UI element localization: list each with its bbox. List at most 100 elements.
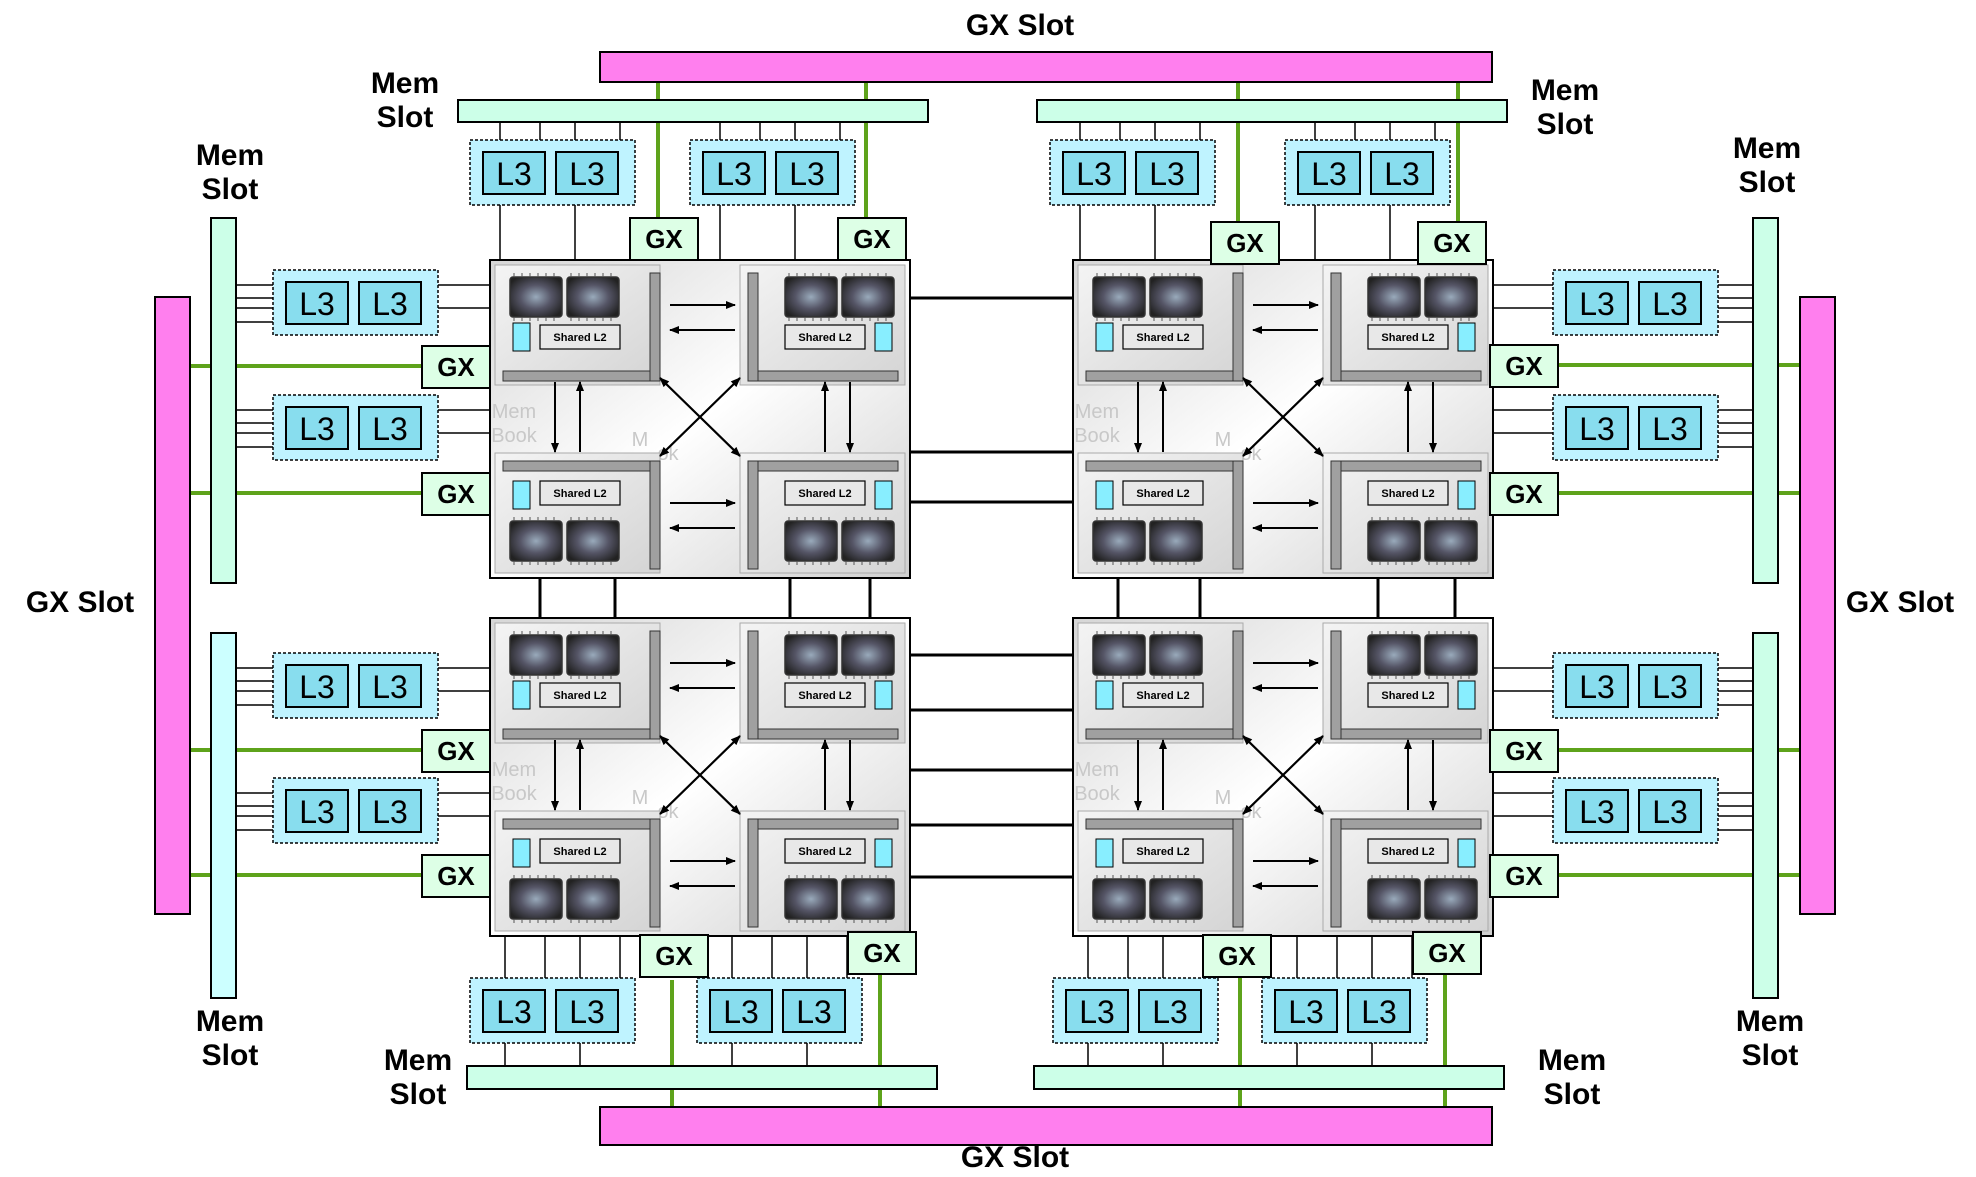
l3-label: L3 [569,994,605,1030]
l3-cache-chip [1370,151,1434,195]
shared-l2-label: Shared L2 [1381,846,1434,858]
processor-core [1367,878,1421,920]
processor-core [1149,520,1203,562]
mem-slot-label: Mem [1531,74,1599,107]
mem-slot-bar [457,99,929,123]
l3-cache-chip [555,151,619,195]
gx-hub-box: GX [837,217,907,261]
processor-core [784,276,838,318]
processor-core [784,878,838,920]
processor-core [1092,634,1146,676]
chip-bus-frame [747,630,759,740]
shared-l2-label: Shared L2 [1381,488,1434,500]
l3-label: L3 [1579,286,1615,322]
mem-slot-label: Mem [1538,1044,1606,1077]
processor-core [1424,276,1478,318]
cache-block [1457,838,1476,868]
shared-l2-label: Shared L2 [553,488,606,500]
gx-box-frame [1489,854,1559,898]
l3-cache-chip [1347,989,1411,1033]
mem-slot-label: Slot [1742,1039,1799,1072]
gx-slot-label: GX Slot [961,1141,1069,1174]
mem-slot-bar [1033,1065,1505,1090]
gx-box-frame [1489,472,1559,516]
gx-hub-box: GX [1489,472,1559,516]
l3-cache-chip [358,406,422,450]
gx-hub-box: GX [421,854,491,898]
gx-hub-box: GX [847,931,917,975]
processor-core [566,878,620,920]
chip-bus-frame [747,818,759,928]
processor-core [509,878,563,920]
chip-bus-frame [1085,728,1237,740]
mem-slot-label: Slot [202,173,259,206]
processor-core [509,634,563,676]
l3-cache-chip [1638,406,1702,450]
chip-bus-frame [1330,460,1342,570]
chip-bus-frame [502,818,654,830]
mem-book-watermark: Book [491,425,538,447]
gx-box-frame [629,217,699,261]
processor-core [509,276,563,318]
mem-slot-bar [1036,99,1508,123]
l3-cache-chip [358,281,422,325]
processor-core [566,520,620,562]
gx-box-label: GX [1505,861,1543,891]
l3-label: L3 [299,669,335,705]
shared-l2-label: Shared L2 [798,488,851,500]
shared-l2-label: Shared L2 [798,690,851,702]
chip-bus-frame [502,370,654,382]
shared-l2-box [1367,838,1449,864]
mem-slot-bar [210,217,237,584]
shared-l2-box [539,838,621,864]
chip-bus-frame [649,818,661,928]
l3-cache-chip [285,789,349,833]
gx-box-frame [1489,344,1559,388]
processor-core [1367,276,1421,318]
shared-l2-box [784,682,866,708]
chip-bus-frame [649,630,661,740]
chip-bus-frame [502,460,654,472]
mem-slot-label: Mem [371,67,439,100]
mem-slot-label: Slot [390,1078,447,1111]
gx-hub-box: GX [1202,934,1272,978]
gx-box-label: GX [1505,479,1543,509]
l3-label: L3 [372,411,408,447]
shared-l2-label: Shared L2 [1136,690,1189,702]
chip-link-arrow [1242,735,1324,815]
l3-cache-chip [482,151,546,195]
l3-cache-chip [1065,989,1129,1033]
shared-l2-label: Shared L2 [1381,690,1434,702]
chip-bus-frame [1330,818,1482,830]
cache-block [1095,480,1114,510]
l3-label: L3 [569,156,605,192]
mem-book-watermark: M [1215,787,1232,809]
shared-l2-box [539,682,621,708]
gx-box-label: GX [1505,736,1543,766]
l3-label: L3 [1311,156,1347,192]
chip-bus-frame [747,460,899,472]
l3-cache-chip [285,406,349,450]
processor-core [566,276,620,318]
gx-box-label: GX [645,224,683,254]
gx-box-frame [421,729,491,773]
l3-cache-chip [1565,789,1629,833]
mem-slot-label: Mem [196,1005,264,1038]
l3-cache-chip [709,989,773,1033]
l3-label: L3 [1652,669,1688,705]
processor-core [1149,634,1203,676]
gx-box-frame [1489,729,1559,773]
l3-cache-chip [1638,281,1702,325]
gx-box-label: GX [863,938,901,968]
l3-cache-chip [1138,989,1202,1033]
chip-bus-frame [1232,630,1244,740]
